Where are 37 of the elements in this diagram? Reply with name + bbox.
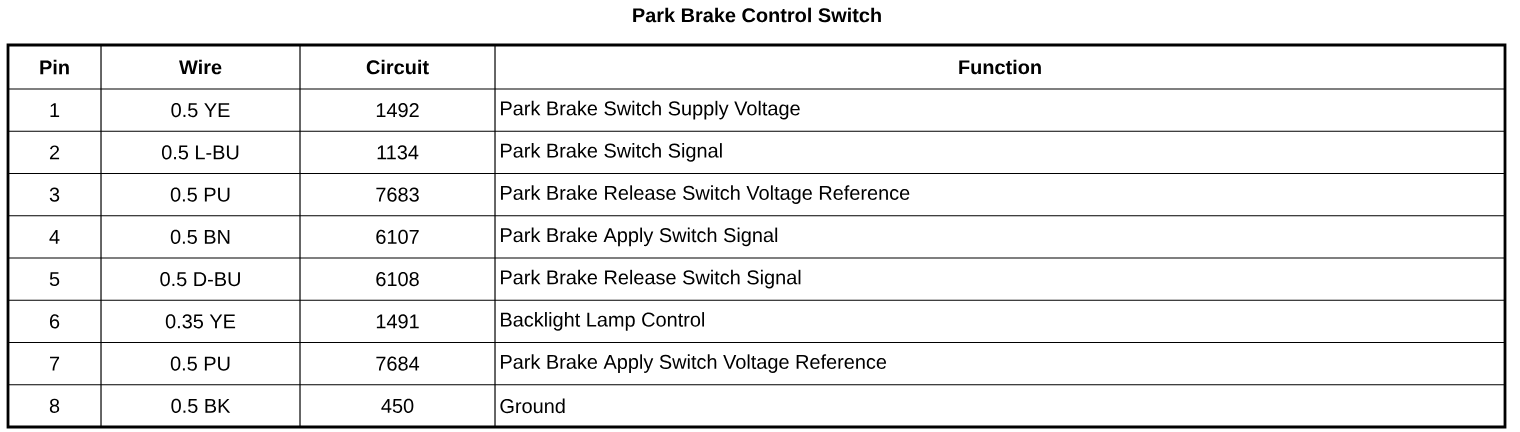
table-entry: Park Brake Switch Signal (501, 143, 722, 162)
table-entry: Ground (500, 398, 565, 414)
table-entry: 7683 (376, 187, 419, 202)
table-entry: 0.5 L-BU (162, 145, 239, 160)
table-entry: 0.5 PU (170, 356, 230, 371)
table-entry: Park Brake Apply Switch Signal (501, 227, 778, 247)
table-entry: 2 (49, 145, 60, 160)
table-entry: 1 (50, 103, 60, 117)
table-entry: 3 (49, 187, 60, 202)
column-header: Wire (179, 59, 222, 75)
table-entry: 1491 (376, 314, 419, 329)
table-entry: 6108 (376, 272, 419, 287)
table-entry: Park Brake Apply Switch Voltage Reference (501, 354, 887, 373)
table-entry: 0.5 BN (170, 229, 230, 244)
column-header: Circuit (366, 59, 429, 75)
table-entry: 6107 (376, 229, 419, 244)
table-entry: 7684 (376, 356, 420, 371)
table-entry: 7 (50, 356, 60, 371)
table-title: Park Brake Control Switch (633, 7, 881, 23)
table-entry: Park Brake Release Switch Signal (501, 269, 801, 289)
column-header: Function (959, 59, 1041, 75)
table-entry: 8 (49, 398, 60, 413)
table-entry: 0.5 BK (171, 398, 231, 413)
table-entry: 0.35 YE (165, 314, 236, 329)
table-entry: 1492 (376, 103, 419, 118)
table-entry: 6 (49, 314, 60, 329)
table-entry: 4 (49, 230, 60, 244)
column-header: Pin (40, 59, 69, 75)
table-entry: Park Brake Switch Supply Voltage (501, 100, 800, 120)
table-entry: 450 (381, 398, 414, 413)
table-entry: 0.5 YE (171, 103, 230, 118)
table-entry: Backlight Lamp Control (501, 312, 705, 331)
table-entry: 5 (49, 272, 60, 287)
table-entry: Park Brake Release Switch Voltage Reference (501, 185, 910, 204)
table-entry: 1134 (377, 145, 419, 160)
table-entry: 0.5 PU (170, 187, 230, 202)
table-entry: 0.5 D-BU (160, 272, 240, 287)
